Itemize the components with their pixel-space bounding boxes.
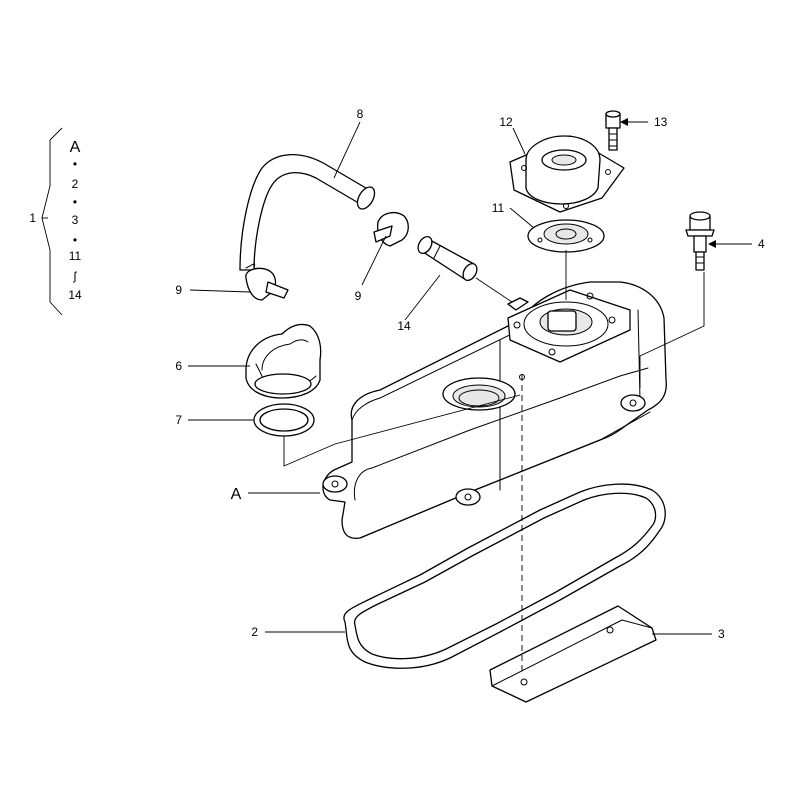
callout-12: 12 [499,115,513,129]
kit-bullet: • [73,233,77,247]
kit-entry-3: 3 [72,213,79,227]
hose-clamp-left [245,267,289,301]
separator-cover [509,135,625,213]
callout-14: 14 [397,319,411,333]
callout-3: 3 [718,627,725,641]
callout-8: 8 [357,107,364,121]
kit-number: 1 [29,211,36,225]
connector-tube [417,235,478,282]
callout-a: A [231,486,242,503]
cap-o-ring [253,403,315,437]
callout-13: 13 [654,115,668,129]
leader-lines [188,121,752,635]
callout-11: 11 [492,201,505,215]
oil-filler-cap [245,323,322,399]
cover-screw [605,110,621,151]
kit-entry-14: 14 [68,288,82,302]
callout-4: 4 [758,237,765,251]
arrowhead [708,240,716,248]
kit-entry-a: A [70,139,81,156]
kit-bullet: • [73,157,77,171]
callout-9-left: 9 [175,283,182,297]
separator-diaphragm [527,219,605,253]
breather-hose [239,153,376,271]
valve-cover [322,281,667,539]
kit-entry-11: 11 [69,249,82,263]
callout-6: 6 [175,359,182,373]
callout-9-right: 9 [355,289,362,303]
kit-range-symbol: ʃ [73,269,78,283]
cover-bolt [685,211,715,271]
kit-bullet: • [73,195,77,209]
deflector-plate [489,605,657,703]
kit-bracket: 1 A • 2 • 3 • 11 ʃ 14 [29,127,82,316]
hose-clamp-right [373,211,409,247]
cover-gasket-ring [343,483,666,669]
arrowhead [620,118,628,126]
callout-labels: 8 9 9 14 12 11 13 4 6 7 A 2 3 [175,107,765,641]
kit-entry-2: 2 [72,177,79,191]
callout-2: 2 [251,625,258,639]
callout-7: 7 [175,413,182,427]
